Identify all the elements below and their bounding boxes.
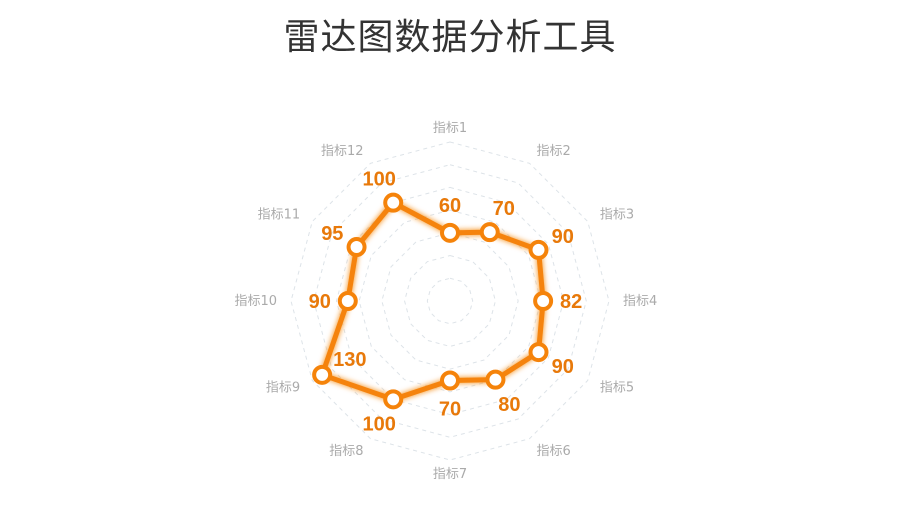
indicator-label: 指标2 bbox=[537, 144, 571, 159]
data-label: 95 bbox=[321, 223, 343, 245]
data-point[interactable] bbox=[479, 222, 500, 243]
indicator-label: 指标5 bbox=[600, 381, 634, 396]
grid-ring bbox=[358, 209, 542, 393]
indicator-label: 指标11 bbox=[258, 208, 301, 223]
grid-ring bbox=[313, 164, 587, 438]
data-label: 82 bbox=[560, 291, 582, 313]
data-label: 60 bbox=[439, 195, 461, 217]
data-label: 90 bbox=[552, 356, 574, 378]
data-label: 100 bbox=[363, 168, 396, 190]
data-point[interactable] bbox=[528, 342, 549, 363]
data-point[interactable] bbox=[337, 291, 358, 311]
indicator-label: 指标9 bbox=[266, 381, 300, 396]
indicator-label: 指标12 bbox=[321, 144, 364, 159]
data-label: 70 bbox=[439, 399, 461, 421]
data-point[interactable] bbox=[485, 369, 506, 390]
chart-title: 雷达图数据分析工具 bbox=[283, 17, 617, 58]
grid-ring bbox=[426, 277, 474, 325]
data-point[interactable] bbox=[383, 192, 404, 213]
indicator-label: 指标7 bbox=[433, 467, 467, 482]
data-label: 70 bbox=[493, 198, 515, 220]
data-label: 130 bbox=[333, 349, 366, 371]
data-point[interactable] bbox=[346, 237, 367, 258]
data-label: 90 bbox=[309, 291, 331, 313]
indicator-label: 指标10 bbox=[234, 294, 277, 309]
grid-ring bbox=[381, 232, 519, 370]
indicator-label: 指标3 bbox=[600, 208, 634, 223]
data-label: 90 bbox=[552, 226, 574, 248]
data-label: 80 bbox=[498, 394, 520, 416]
data-point[interactable] bbox=[440, 370, 460, 391]
data-point[interactable] bbox=[440, 222, 460, 243]
indicator-label: 指标4 bbox=[623, 294, 657, 309]
grid-ring bbox=[404, 255, 496, 347]
data-point[interactable] bbox=[383, 389, 404, 410]
data-label: 100 bbox=[363, 414, 396, 436]
data-point[interactable] bbox=[533, 291, 554, 311]
series: 60 70 90 82 90 80 70 100 130 90 95 100 bbox=[309, 168, 583, 435]
indicator-labels: 指标1 指标2 指标3 指标4 指标5 指标6 指标7 指标8 指标9 指标10 指标11 指标12 bbox=[234, 121, 657, 482]
indicator-label: 指标8 bbox=[329, 444, 363, 459]
indicator-label: 指标1 bbox=[433, 121, 467, 136]
data-point[interactable] bbox=[312, 364, 333, 385]
indicator-label: 指标6 bbox=[537, 444, 571, 459]
data-point[interactable] bbox=[528, 239, 549, 260]
